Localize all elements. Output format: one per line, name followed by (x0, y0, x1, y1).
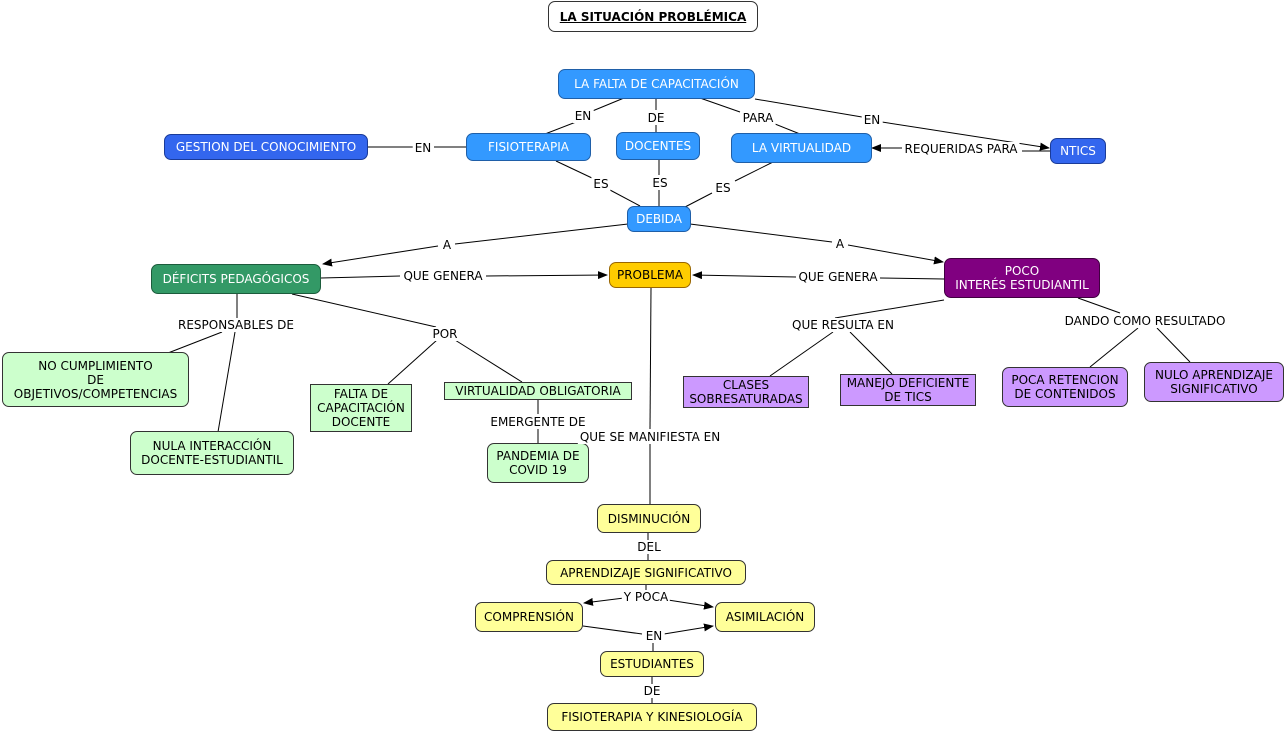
node-docentes[interactable]: DOCENTES (616, 132, 700, 160)
line-a-deficits (322, 245, 439, 267)
line-poco-resulta (834, 299, 945, 319)
node-clases-sobresaturadas[interactable]: CLASES SOBRESATURADAS (683, 376, 809, 408)
node-deficits-pedagogicos[interactable]: DÉFICITS PEDAGÓGICOS (151, 264, 321, 294)
node-fisioterapia-kinesiologia[interactable]: FISIOTERAPIA Y KINESIOLOGÍA (547, 703, 757, 731)
link-label-en-fisio: EN (572, 109, 594, 123)
line-debida-a-left (454, 223, 629, 245)
line-falta-para (699, 97, 741, 113)
node-gestion-conocimiento[interactable]: GESTION DEL CONOCIMIENTO (164, 134, 368, 160)
line-resulta-clases (769, 331, 834, 377)
node-manejo-deficiente[interactable]: MANEJO DEFICIENTE DE TICS (840, 374, 976, 406)
link-label-en-estudiantes: EN (643, 629, 665, 643)
line-debida-a-right (689, 223, 833, 243)
line-resulta-manejo (849, 331, 893, 375)
link-label-de-docentes: DE (645, 111, 667, 125)
line-ypoca-asim (667, 599, 714, 610)
line-genera-problema2 (692, 271, 797, 280)
link-label-del: DEL (635, 540, 663, 554)
node-fisioterapia[interactable]: FISIOTERAPIA (466, 133, 591, 161)
line-por-virtual (454, 339, 523, 383)
line-falta-en2 (754, 98, 863, 118)
node-no-cumplimiento[interactable]: NO CUMPLIMIENTO DE OBJETIVOS/COMPETENCIA… (2, 352, 189, 407)
line-deficits-genera (320, 275, 401, 279)
link-label-en-ntics: EN (861, 113, 883, 127)
link-label-por: POR (430, 327, 460, 341)
line-dando-poca (1089, 327, 1139, 368)
node-estudiantes[interactable]: ESTUDIANTES (600, 651, 704, 677)
node-asimilacion[interactable]: ASIMILACIÓN (715, 602, 815, 632)
line-ypoca-comp (583, 597, 625, 606)
node-falta-capacitacion-docente[interactable]: FALTA DE CAPACITACIÓN DOCENTE (310, 384, 412, 432)
link-label-que-genera-right: QUE GENERA (796, 270, 880, 284)
node-comprension[interactable]: COMPRENSIÓN (475, 602, 583, 632)
node-ntics[interactable]: NTICS (1050, 138, 1106, 164)
link-label-y-poca: Y POCA (621, 590, 671, 604)
link-label-es-docentes: ES (650, 176, 670, 190)
node-poco-interes[interactable]: POCO INTERÉS ESTUDIANTIL (944, 258, 1100, 298)
line-en2-ntics (881, 121, 1050, 151)
node-poca-retencion[interactable]: POCA RETENCION DE CONTENIDOS (1002, 367, 1128, 407)
link-label-es-virtualidad: ES (713, 181, 733, 195)
map-title: LA SITUACIÓN PROBLÉMICA (548, 1, 758, 32)
node-pandemia-covid[interactable]: PANDEMIA DE COVID 19 (487, 443, 589, 483)
line-deficits-por (291, 293, 437, 328)
link-label-de-fisioterapia: DE (641, 684, 663, 698)
line-por-falta (387, 339, 438, 385)
link-label-responsables-de: RESPONSABLES DE (176, 318, 296, 332)
link-label-para-virtualidad: PARA (740, 111, 776, 125)
link-label-que-genera-left: QUE GENERA (401, 269, 485, 283)
line-comp-en (582, 625, 643, 635)
line-es-debida (609, 189, 641, 207)
line-es3-debida (684, 192, 713, 208)
node-disminucion[interactable]: DISMINUCIÓN (597, 504, 701, 533)
link-label-dando-como-resultado: DANDO COMO RESULTADO (1062, 314, 1228, 328)
line-dando-nulo (1156, 327, 1191, 363)
line-a-poco (847, 244, 944, 265)
link-label-a-left: A (440, 238, 454, 252)
node-virtualidad-obligatoria[interactable]: VIRTUALIDAD OBLIGATORIA (444, 382, 632, 400)
line-resp-nocump (167, 331, 223, 354)
line-resp-nula (217, 331, 236, 433)
line-genera-problema (485, 271, 608, 280)
link-label-requeridas-para: REQUERIDAS PARA (902, 142, 1020, 156)
line-fisio-es (555, 160, 593, 179)
line-en-fisio (544, 121, 577, 135)
link-label-emergente-de: EMERGENTE DE (488, 415, 588, 429)
node-nula-interaccion[interactable]: NULA INTERACCIÓN DOCENTE-ESTUDIANTIL (130, 431, 294, 475)
link-label-que-resulta-en: QUE RESULTA EN (790, 318, 896, 332)
link-label-que-se-manifiesta-en: QUE SE MANIFIESTA EN (577, 430, 723, 444)
line-falta-en (589, 97, 625, 113)
line-problema-manifiesta (649, 287, 652, 430)
link-label-en-gestion: EN (412, 141, 434, 155)
line-poco-dando (1077, 297, 1121, 314)
line-virtual-es (734, 161, 774, 182)
node-problema[interactable]: PROBLEMA (609, 262, 691, 288)
line-poco-genera (879, 277, 945, 280)
link-label-a-right: A (833, 237, 847, 251)
line-en-asim (663, 623, 714, 635)
link-label-es-fisio: ES (591, 177, 611, 191)
node-la-virtualidad[interactable]: LA VIRTUALIDAD (731, 133, 872, 163)
node-debida[interactable]: DEBIDA (627, 206, 691, 232)
node-falta-capacitacion[interactable]: LA FALTA DE CAPACITACIÓN (558, 69, 755, 99)
node-aprendizaje-significativo[interactable]: APRENDIZAJE SIGNIFICATIVO (546, 560, 746, 585)
node-nulo-aprendizaje[interactable]: NULO APRENDIZAJE SIGNIFICATIVO (1144, 362, 1284, 402)
